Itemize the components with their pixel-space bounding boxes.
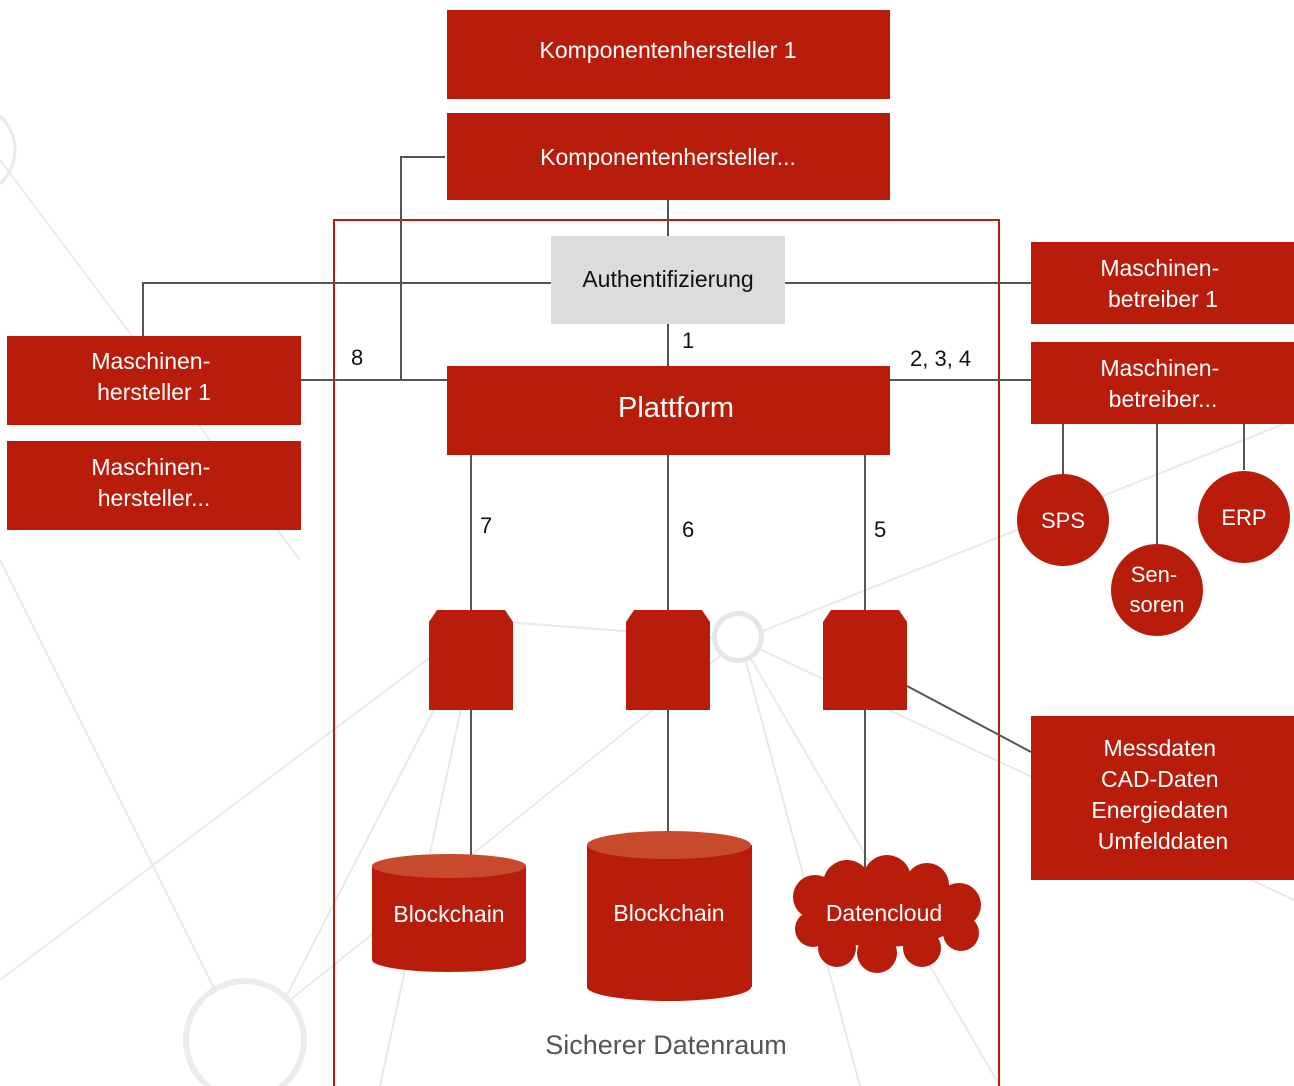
data-type-cad: CAD-Daten bbox=[1101, 766, 1219, 792]
connection-number-8: 8 bbox=[351, 345, 363, 370]
blockchain-2-label: Blockchain bbox=[613, 900, 724, 926]
svg-text:Maschinen- betreiber...: Maschinen- betreiber... bbox=[1100, 355, 1225, 412]
svg-text:Sen- soren: Sen- soren bbox=[1129, 562, 1184, 617]
component-maker-2: Komponentenhersteller... bbox=[447, 113, 890, 200]
data-type-measurement: Messdaten bbox=[1104, 735, 1217, 761]
datacloud-label: Datencloud bbox=[826, 900, 942, 926]
component-maker-2-label: Komponentenhersteller... bbox=[540, 144, 796, 170]
connector-lines bbox=[142, 156, 1245, 878]
component-maker-1: Komponentenhersteller 1 bbox=[447, 10, 890, 99]
platform-label: Plattform bbox=[618, 392, 734, 424]
machine-maker-1-line-2: hersteller 1 bbox=[97, 379, 211, 405]
blockchain-1-label: Blockchain bbox=[393, 901, 504, 927]
sensors-label-line-2: soren bbox=[1129, 592, 1184, 617]
connection-numbers: 1 2, 3, 4 5 6 7 8 bbox=[351, 328, 971, 542]
machine-maker-2-line-2: hersteller... bbox=[98, 485, 211, 511]
connection-number-6: 6 bbox=[682, 517, 694, 542]
document-icon-1 bbox=[429, 610, 513, 710]
machine-operator-1-line-1: Maschinen- bbox=[1100, 255, 1219, 281]
machine-operator-1-line-2: betreiber 1 bbox=[1108, 286, 1218, 312]
data-type-energy: Energiedaten bbox=[1091, 797, 1228, 823]
datacloud-cloud: Datencloud bbox=[793, 855, 981, 973]
sensors-node: Sen- soren bbox=[1111, 544, 1203, 636]
secure-data-space-frame bbox=[333, 219, 1000, 1086]
connection-number-7: 7 bbox=[480, 513, 492, 538]
erp-label: ERP bbox=[1221, 505, 1266, 530]
authentication-label: Authentifizierung bbox=[582, 266, 753, 292]
authentication-box: Authentifizierung bbox=[551, 236, 785, 324]
sps-node: SPS bbox=[1017, 474, 1109, 566]
svg-text:Maschinen- hersteller...: Maschinen- hersteller... bbox=[91, 454, 216, 511]
blockchain-1-cylinder: Blockchain bbox=[372, 854, 526, 972]
connection-number-2-3-4: 2, 3, 4 bbox=[910, 346, 971, 371]
secure-data-space-label: Sicherer Datenraum bbox=[545, 1030, 787, 1060]
document-icon-2 bbox=[626, 610, 710, 710]
machine-operator-2: Maschinen- betreiber... bbox=[1031, 342, 1294, 424]
platform-box: Plattform bbox=[447, 366, 890, 455]
machine-maker-2: Maschinen- hersteller... bbox=[7, 441, 301, 530]
machine-maker-2-line-1: Maschinen- bbox=[91, 454, 210, 480]
component-maker-1-label: Komponentenhersteller 1 bbox=[540, 37, 797, 63]
data-type-environment: Umfelddaten bbox=[1098, 828, 1228, 854]
erp-node: ERP bbox=[1198, 471, 1290, 563]
svg-text:Messdaten CAD-Daten: Messdaten CAD-Daten Energiedaten Umfeldd… bbox=[1091, 735, 1234, 854]
svg-text:Maschinen- betreiber 1: Maschinen- betreiber 1 bbox=[1100, 255, 1225, 312]
machine-maker-1: Maschinen- hersteller 1 bbox=[7, 336, 301, 425]
background-nodes bbox=[183, 611, 764, 1086]
svg-text:Maschinen- hersteller 1: Maschinen- hersteller 1 bbox=[91, 348, 216, 405]
machine-operator-2-line-2: betreiber... bbox=[1109, 386, 1218, 412]
machine-operator-2-line-1: Maschinen- bbox=[1100, 355, 1219, 381]
connection-number-1: 1 bbox=[682, 328, 694, 353]
sps-label: SPS bbox=[1041, 508, 1085, 533]
document-icons bbox=[429, 610, 907, 710]
connection-number-5: 5 bbox=[874, 517, 886, 542]
document-icon-3 bbox=[823, 610, 907, 710]
blockchain-2-cylinder: Blockchain bbox=[587, 831, 752, 1001]
sensors-label-line-1: Sen- bbox=[1131, 562, 1177, 587]
data-types-box: Messdaten CAD-Daten Energiedaten Umfeldd… bbox=[1031, 716, 1294, 880]
machine-maker-1-line-1: Maschinen- bbox=[91, 348, 210, 374]
machine-operator-1: Maschinen- betreiber 1 bbox=[1031, 242, 1294, 324]
